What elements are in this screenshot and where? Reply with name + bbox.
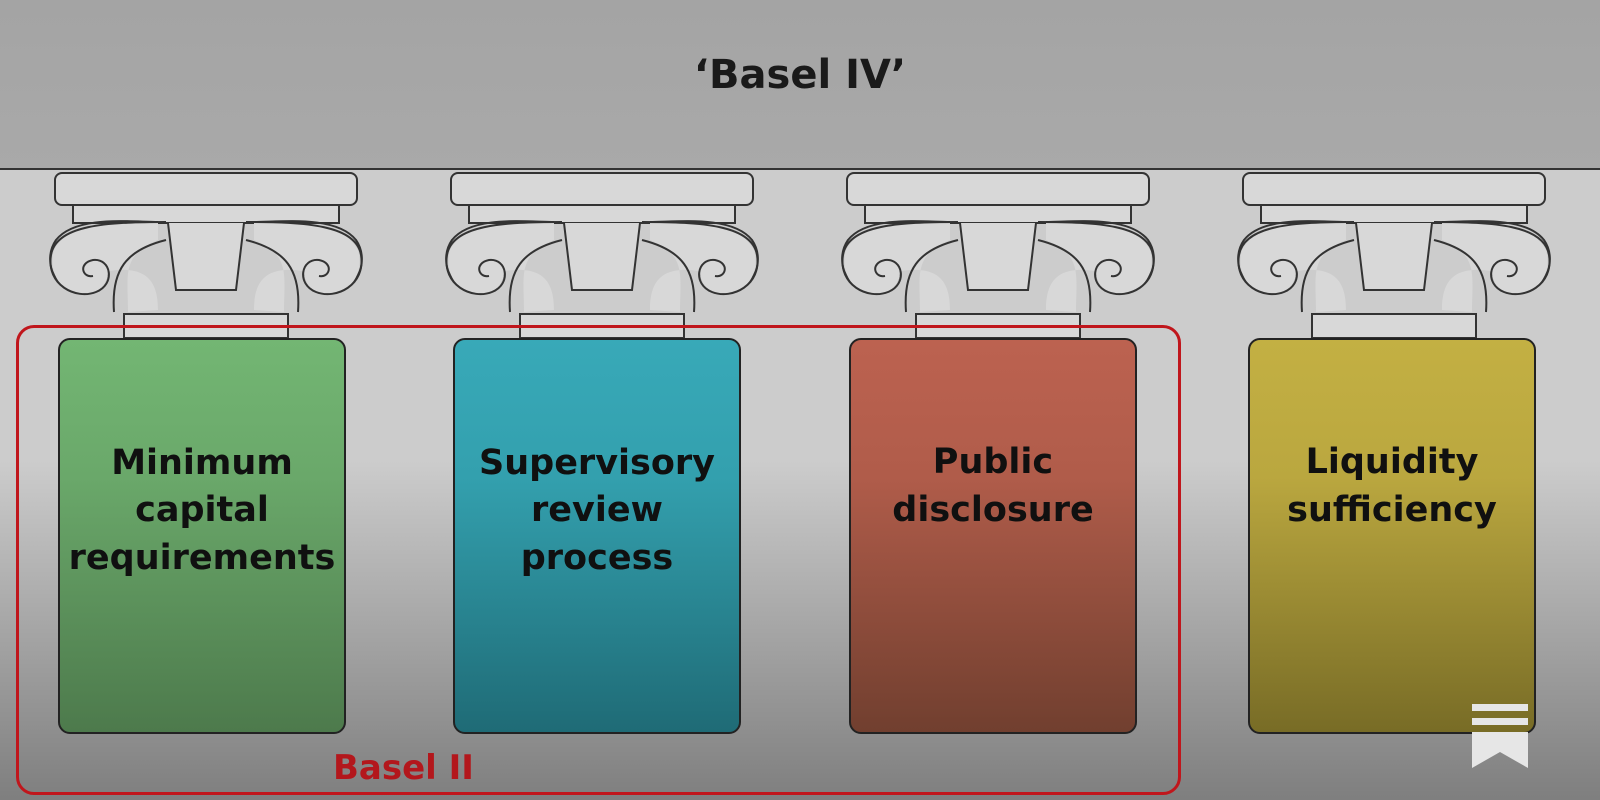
capital-1: [49, 172, 363, 339]
bookmark-menu-icon[interactable]: [1470, 702, 1530, 770]
diagram-title: ‘Basel IV’: [693, 52, 907, 98]
pillar-liquidity-sufficiency: Liquidity sufficiency: [1248, 338, 1536, 734]
pillar-label: Minimum capital requirements: [68, 442, 336, 578]
capital-3: [841, 172, 1155, 339]
pillar-supervisory-review-process: Supervisory review process: [453, 338, 741, 734]
pillar-label: Public disclosure: [892, 442, 1094, 530]
pillar-public-disclosure: Public disclosure: [849, 338, 1137, 734]
capital-4: [1237, 172, 1551, 339]
pillar-label: Liquidity sufficiency: [1287, 442, 1497, 530]
pillar-label: Supervisory review process: [479, 442, 715, 578]
roof-pediment: ‘Basel IV’: [0, 0, 1600, 170]
basel-ii-label: Basel II: [333, 748, 474, 788]
basel-ii-group-outline: [16, 325, 1181, 795]
pillar-minimum-capital-requirements: Minimum capital requirements: [58, 338, 346, 734]
capital-2: [445, 172, 759, 339]
